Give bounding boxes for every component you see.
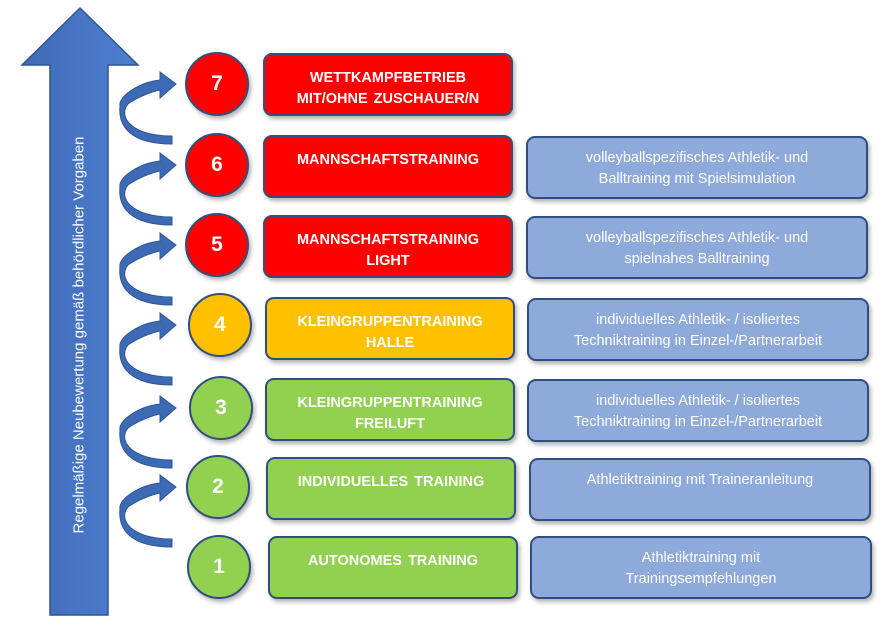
level-title-box: AUTONOMES TRAINING bbox=[268, 536, 518, 599]
level-title-line: MANNSCHAFTSTRAINING bbox=[296, 232, 480, 248]
level-title-box: KLEINGRUPPENTRAINING HALLE bbox=[265, 297, 515, 360]
level-description-line: Athletiktraining mit bbox=[641, 550, 761, 566]
level-number-circle: 4 bbox=[188, 293, 252, 357]
level-title-line: LIGHT bbox=[366, 253, 410, 269]
level-title-line: KLEINGRUPPENTRAINING bbox=[297, 314, 483, 330]
level-title-box: MANNSCHAFTSTRAINING bbox=[263, 135, 513, 198]
curved-arrow-icon bbox=[119, 312, 177, 386]
level-title-line: AUTONOMES TRAINING bbox=[307, 553, 479, 569]
level-description-line: spielnahes Balltraining bbox=[624, 251, 770, 267]
level-number-circle: 3 bbox=[189, 376, 253, 440]
level-description-line: Balltraining mit Spielsimulation bbox=[598, 171, 796, 187]
level-number-circle: 1 bbox=[187, 535, 251, 599]
level-title-line: FREILUFT bbox=[354, 416, 426, 432]
curved-arrow-icon bbox=[119, 232, 177, 306]
level-title-line: INDIVIDUELLES TRAINING bbox=[297, 474, 485, 490]
level-title-box: MANNSCHAFTSTRAINING LIGHT bbox=[263, 215, 513, 278]
level-description-box: volleyballspezifisches Athletik- und spie… bbox=[526, 216, 868, 279]
level-title-line: MIT/OHNE ZUSCHAUER/N bbox=[296, 91, 480, 107]
curved-arrow-icon bbox=[119, 474, 177, 548]
level-title-box: WETTKAMPFBETRIEB MIT/OHNE ZUSCHAUER/N bbox=[263, 53, 513, 116]
level-description-line: Athletiktraining mit Traineranleitung bbox=[586, 472, 814, 488]
curved-arrow-icon bbox=[119, 395, 177, 469]
level-title-line: MANNSCHAFTSTRAINING bbox=[296, 152, 480, 168]
curved-arrow-icon bbox=[119, 71, 177, 145]
curved-arrow-icon bbox=[119, 152, 177, 226]
level-description-line: volleyballspezifisches Athletik- und bbox=[585, 230, 809, 246]
level-title-line: WETTKAMPFBETRIEB bbox=[309, 70, 467, 86]
level-description-box: Athletiktraining mit Traineranleitung bbox=[529, 458, 871, 521]
up-arrow-icon bbox=[20, 6, 140, 616]
level-number-circle: 7 bbox=[185, 52, 249, 116]
level-description-line: Trainingsempfehlungen bbox=[625, 571, 777, 587]
level-description-line: Techniktraining in Einzel-/Partnerarbeit bbox=[573, 414, 823, 430]
level-title-box: KLEINGRUPPENTRAINING FREILUFT bbox=[265, 378, 515, 441]
level-description-line: Techniktraining in Einzel-/Partnerarbeit bbox=[573, 333, 823, 349]
level-description-line: individuelles Athletik- / isoliertes bbox=[596, 393, 800, 409]
level-title-line: KLEINGRUPPENTRAINING bbox=[297, 395, 483, 411]
level-number-circle: 6 bbox=[185, 133, 249, 197]
level-title-line: HALLE bbox=[365, 335, 415, 351]
level-description-line: volleyballspezifisches Athletik- und bbox=[585, 150, 809, 166]
side-arrow-label: Regelmäßige Neubewertung gemäß behördlic… bbox=[70, 136, 88, 534]
level-title-box: INDIVIDUELLES TRAINING bbox=[266, 457, 516, 520]
level-number-circle: 5 bbox=[185, 213, 249, 277]
level-number-circle: 2 bbox=[186, 455, 250, 519]
level-description-line: individuelles Athletik- / isoliertes bbox=[596, 312, 800, 328]
